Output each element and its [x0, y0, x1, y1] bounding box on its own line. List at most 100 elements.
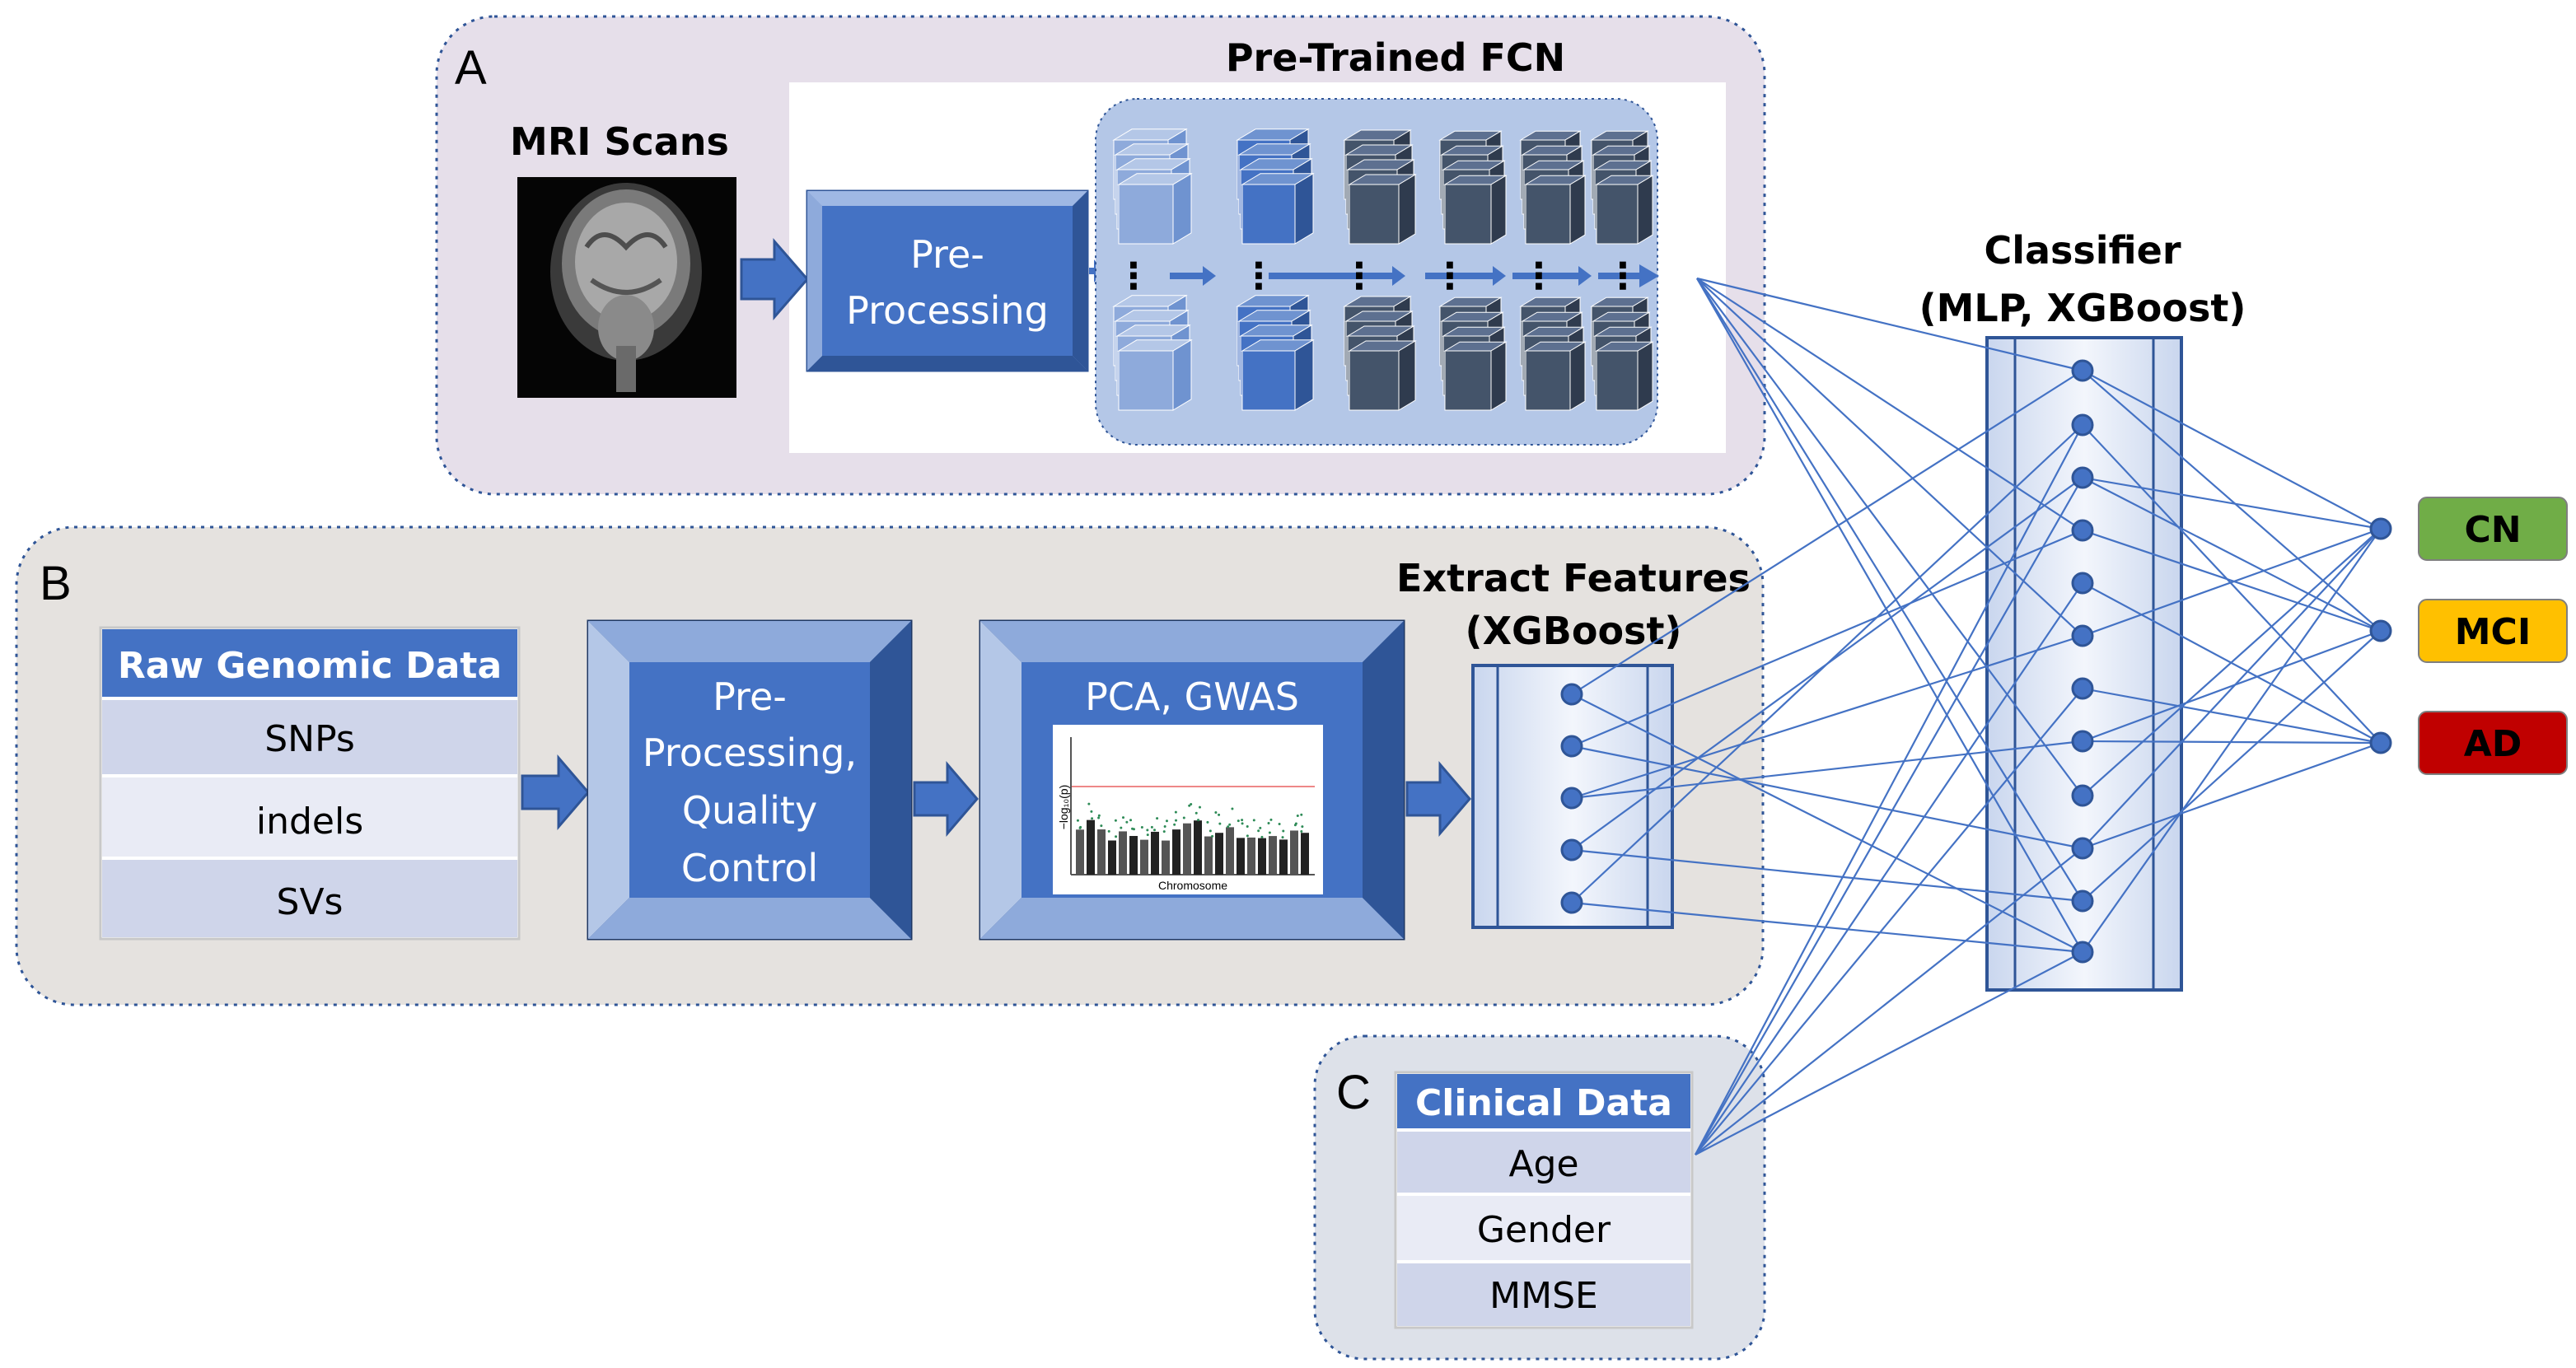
clinical-to-classifier-edge	[1695, 424, 2083, 1156]
section-b: B Raw Genomic Data SNPs indels SVs Pre- …	[15, 525, 1765, 1006]
manhattan-chromosome-bar	[1215, 833, 1223, 875]
manhattan-chromosome-bar	[1087, 819, 1095, 875]
feature-node	[1560, 735, 1583, 758]
arrow-preprocessing-to-pca	[913, 760, 979, 838]
section-c-label: C	[1336, 1066, 1371, 1119]
clinical-to-classifier-edge	[1695, 688, 2083, 1156]
fcn-to-classifier-edge	[1696, 278, 2083, 902]
clinical-row-gender: Gender	[1477, 1209, 1611, 1251]
classifier-to-output-edge	[2082, 687, 2382, 745]
classifier-to-output-edge	[2082, 370, 2382, 530]
manhattan-point	[1214, 810, 1218, 814]
manhattan-point	[1120, 826, 1123, 829]
manhattan-chromosome-bar	[1204, 836, 1213, 875]
manhattan-chromosome-bar	[1108, 840, 1116, 875]
manhattan-point	[1090, 810, 1093, 813]
fcn-preprocessing-line1: Pre-	[910, 232, 984, 277]
section-a: A Pre-Trained FCN MRI Scans Pre- Process…	[435, 15, 1766, 496]
classifier-node	[2071, 624, 2094, 647]
genomic-row-indels: indels	[256, 801, 363, 843]
section-b-label: B	[40, 557, 72, 610]
raw-genomic-data-header: Raw Genomic Data	[118, 645, 502, 687]
fcn-layer-cube	[1443, 341, 1508, 411]
manhattan-point	[1218, 813, 1221, 816]
manhattan-point	[1107, 829, 1110, 833]
manhattan-point	[1156, 817, 1159, 820]
svg-text:⋮: ⋮	[1241, 255, 1277, 297]
mri-title: MRI Scans	[510, 119, 729, 164]
classifier-to-output-edge	[2082, 370, 2382, 632]
manhattan-chromosome-bar	[1269, 836, 1277, 875]
raw-genomic-data-table: Raw Genomic Data SNPs indels SVs	[99, 626, 521, 941]
clinical-to-classifier-edge	[1695, 477, 2083, 1156]
manhattan-plot-image: −log₁₀(p) Chromosome	[1053, 725, 1323, 894]
svg-text:⋮: ⋮	[1521, 255, 1557, 297]
manhattan-point	[1228, 823, 1232, 826]
manhattan-point	[1087, 802, 1091, 805]
classifier-node	[2071, 359, 2094, 382]
manhattan-point	[1078, 826, 1082, 829]
manhattan-point	[1260, 835, 1264, 838]
feature-to-classifier-edge	[1571, 901, 2083, 954]
fcn-layer-cube	[1524, 175, 1587, 245]
manhattan-point	[1300, 830, 1303, 833]
manhattan-point	[1300, 813, 1303, 816]
manhattan-point	[1182, 816, 1185, 819]
classifier-node	[2071, 784, 2094, 807]
pca-gwas-title: PCA, GWAS	[1085, 675, 1299, 719]
manhattan-point	[1131, 827, 1134, 830]
manhattan-chromosome-bar	[1172, 829, 1180, 875]
feature-to-classifier-edge	[1571, 693, 2083, 953]
manhattan-chromosome-bar	[1097, 829, 1106, 875]
manhattan-point	[1188, 804, 1191, 807]
classifier-node	[2071, 466, 2094, 489]
manhattan-point	[1173, 823, 1176, 826]
fcn-layer-cube	[1443, 175, 1508, 245]
classifier-to-output-edge	[2082, 527, 2382, 637]
fcn-to-classifier-edge	[1696, 277, 2083, 372]
arrow-pca-to-extract	[1405, 760, 1471, 838]
fcn-layer-cube	[1241, 338, 1315, 411]
manhattan-point	[1194, 811, 1198, 815]
feature-node	[1560, 891, 1583, 914]
fcn-layer-cube	[1117, 172, 1193, 245]
manhattan-point	[1114, 819, 1117, 822]
fcn-title: Pre-Trained FCN	[1226, 35, 1565, 80]
fcn-to-classifier-edge	[1696, 278, 2083, 953]
manhattan-chromosome-bar	[1140, 839, 1148, 875]
manhattan-point	[1209, 829, 1212, 833]
classifier-to-output-edge	[2082, 528, 2382, 849]
manhattan-point	[1198, 805, 1201, 809]
classifier-node	[2071, 730, 2094, 753]
classifier-title-line1: Classifier	[1984, 228, 2181, 273]
feature-to-classifier-edge	[1571, 370, 2083, 695]
manhattan-chromosome-bar	[1194, 820, 1202, 875]
manhattan-point	[1129, 819, 1133, 822]
classifier-node	[2071, 941, 2094, 964]
manhattan-point	[1122, 816, 1125, 819]
clinical-to-classifier-edge	[1695, 582, 2083, 1156]
fcn-layer-cube	[1117, 338, 1193, 411]
manhattan-point	[1190, 803, 1193, 806]
fcn-preprocessing-line2: Processing	[846, 288, 1049, 333]
output-class-ad: AD	[2418, 711, 2568, 775]
manhattan-point	[1097, 816, 1101, 819]
extract-features-title-line2: (XGBoost)	[1466, 609, 1682, 653]
manhattan-point	[1282, 829, 1285, 833]
classifier-to-output-edge	[2082, 528, 2382, 796]
manhattan-chromosome-bar	[1237, 838, 1245, 875]
fcn-preprocessing-block: Pre- Processing	[806, 189, 1089, 372]
output-class-cn: CN	[2418, 497, 2568, 561]
fcn-layer-cubes	[1112, 128, 1654, 411]
fcn-layer-cube	[1595, 341, 1654, 411]
manhattan-point	[1211, 834, 1214, 838]
manhattan-point	[1175, 819, 1178, 822]
network-nodes	[1560, 359, 2392, 964]
clinical-data-table: Clinical Data Age Gender MMSE	[1394, 1071, 1694, 1329]
manhattan-chromosome-bar	[1183, 823, 1191, 875]
output-node	[2369, 619, 2392, 642]
manhattan-point	[1246, 834, 1249, 838]
manhattan-point	[1076, 819, 1079, 822]
classifier-node	[2071, 889, 2094, 913]
